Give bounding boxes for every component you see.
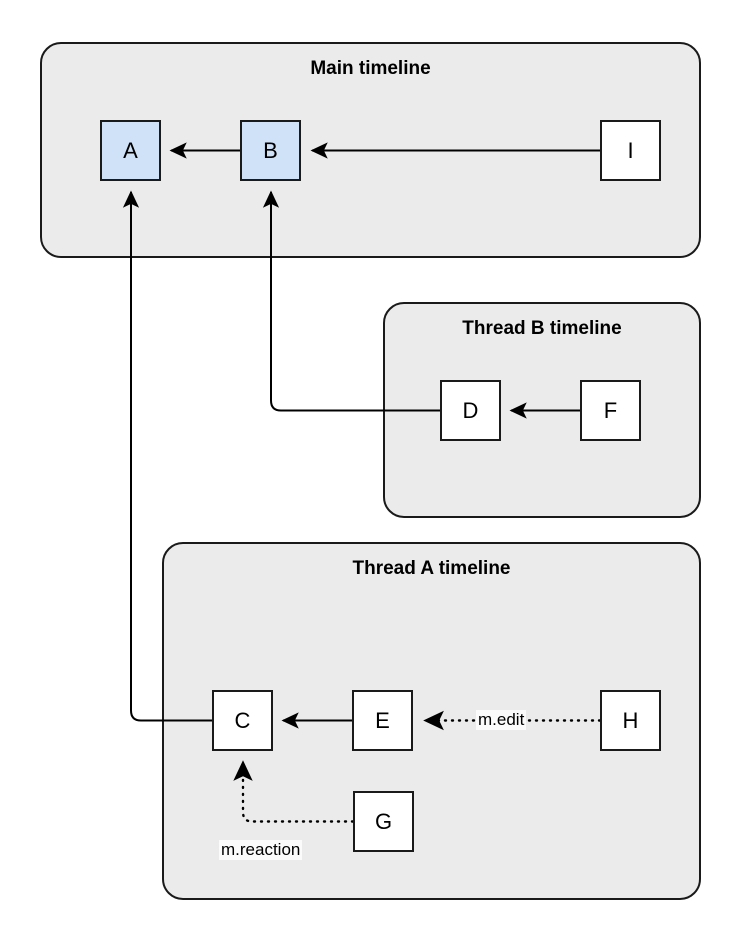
edge-label-m-edit: m.edit	[476, 710, 527, 730]
edge-g-to-c	[233, 760, 355, 823]
group-title-thread-b-timeline: Thread B timeline	[462, 318, 622, 339]
node-h[interactable]: H	[600, 690, 661, 751]
node-f[interactable]: F	[580, 380, 641, 441]
node-b[interactable]: B	[240, 120, 301, 181]
node-d[interactable]: D	[440, 380, 501, 441]
group-title-thread-a-timeline: Thread A timeline	[352, 558, 511, 579]
edge-d-to-b	[262, 190, 440, 412]
node-i[interactable]: I	[600, 120, 661, 181]
node-g[interactable]: G	[353, 791, 414, 852]
node-c[interactable]: C	[212, 690, 273, 751]
node-e[interactable]: E	[352, 690, 413, 751]
node-a[interactable]: A	[100, 120, 161, 181]
edge-label-m-reaction: m.reaction	[219, 840, 303, 860]
edge-c-to-a	[122, 190, 212, 722]
group-title-main-timeline: Main timeline	[310, 58, 431, 79]
